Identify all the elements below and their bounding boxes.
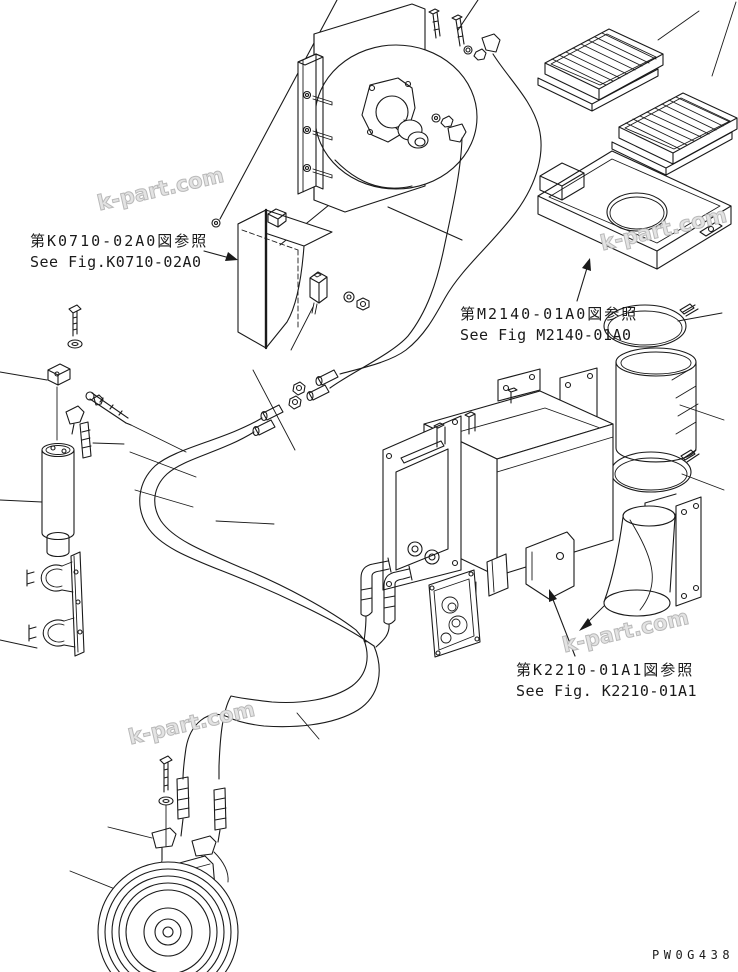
duct-boot — [579, 493, 702, 631]
refrigerant-hoses — [129, 417, 380, 843]
blower-fan-assembly — [297, 3, 501, 213]
ref-label-m2140: 第M2140-01A0図参照 See Fig M2140-01A0 — [460, 304, 638, 346]
ref-label-k0710-en: See Fig.K0710-02A0 — [30, 253, 202, 271]
receiver-drier-group — [0, 304, 187, 649]
drawing-number: PW0G438 — [652, 948, 735, 962]
ref-label-k0710-jp: 第K0710-02A0図参照 — [30, 232, 209, 250]
hose-clamp-lower — [610, 449, 725, 493]
ref-arrow-k2210 — [549, 589, 576, 657]
condenser-mount-panel — [237, 208, 370, 351]
air-filters — [537, 1, 738, 176]
heater-seal-plate — [428, 569, 481, 658]
flexible-duct — [615, 347, 725, 463]
compressor-group — [69, 755, 239, 972]
hose-clamp-upper — [603, 303, 723, 348]
mounting-bracket — [486, 531, 575, 600]
upper-refrigerant-hoses — [329, 53, 542, 389]
ref-label-k2210: 第K2210-01A1図参照 See Fig. K2210-01A1 — [516, 660, 697, 702]
ref-arrow-m2140 — [576, 258, 591, 302]
ref-label-k2210-en: See Fig. K2210-01A1 — [516, 682, 698, 700]
air-conditioner-unit — [382, 367, 614, 595]
drier-clamp-bracket — [26, 551, 85, 657]
filter-tray — [537, 150, 732, 270]
ref-label-m2140-jp: 第M2140-01A0図参照 — [460, 305, 639, 323]
hose-couplings — [252, 369, 339, 451]
ref-label-m2140-en: See Fig M2140-01A0 — [460, 326, 632, 344]
ref-arrow-k0710 — [203, 250, 238, 261]
ref-label-k2210-jp: 第K2210-01A1図参照 — [516, 661, 695, 679]
evap-elbow-tubes — [360, 557, 413, 648]
ref-label-k0710: 第K0710-02A0図参照 See Fig.K0710-02A0 — [30, 231, 208, 273]
